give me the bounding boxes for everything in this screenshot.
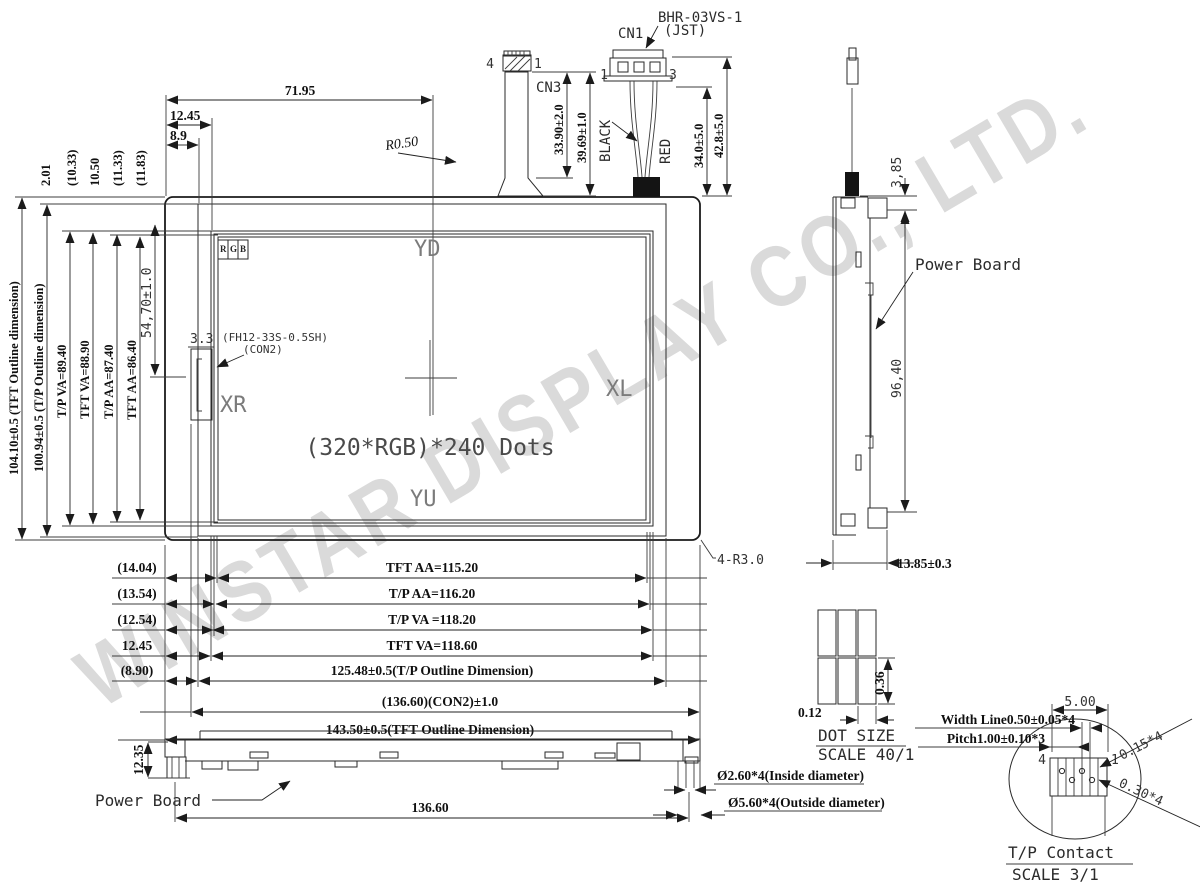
- bottom-dim-width: 136.60: [411, 800, 448, 815]
- subpixel-r: R: [220, 244, 227, 254]
- dim-tp-aa-v: T/P AA=87.40: [102, 345, 116, 420]
- cn3-pin1: 1: [534, 57, 542, 72]
- wire-black-label: BLACK: [598, 119, 614, 162]
- ferrite-block: [633, 177, 660, 197]
- dot-width-dim: 0.12: [798, 705, 822, 720]
- tpc-trace-dim: 0.15*4: [1117, 729, 1166, 764]
- dot-size-scale: SCALE 40/1: [818, 745, 914, 764]
- dim-gap-tpaa: (11.33): [111, 150, 125, 186]
- dim-gap-tftaa: (11.83): [134, 150, 148, 186]
- cn1-dim-outer: 42.8±5.0: [712, 114, 726, 158]
- dim-row3: T/P VA =118.20: [388, 612, 476, 627]
- dim-row4-left: 12.45: [122, 638, 153, 653]
- dot-size-detail: 0.36 0.12 DOT SIZE SCALE 40/1: [798, 609, 914, 764]
- dim-row1-left: (14.04): [117, 560, 156, 575]
- dim-row3-left: (12.54): [117, 612, 156, 627]
- cn1-harness: CN1 BHR-03VS-1 (JST) 1 3 BLACK RED 34.0±…: [598, 10, 742, 197]
- bottom-outside-dia: Ø5.60*4(Outside diameter): [728, 795, 885, 810]
- dim-row2: T/P AA=116.20: [389, 586, 476, 601]
- bottom-view: 12.35 Power Board 136.60 Ø2.60*4(Inside …: [95, 730, 885, 823]
- cn3-dim-outer: 39.69±1.0: [575, 112, 589, 163]
- dim-gap-tp: 2.01: [39, 164, 53, 186]
- tpc-scale: SCALE 3/1: [1012, 865, 1099, 884]
- bottom-dim-height: 12.35: [131, 744, 146, 775]
- dim-tp-va-v: T/P VA=89.40: [55, 345, 69, 418]
- top-dimensions: 71.95 12.45 8.9 R0.50: [165, 83, 457, 230]
- dim-row5-left: (8.90): [121, 663, 154, 678]
- left-dimensions: 104.10±0.5 (TFT Outline dimension) 100.9…: [7, 150, 218, 541]
- tpc-title: T/P Contact: [1008, 843, 1114, 862]
- rgb-subpixel-icon: R G B: [217, 239, 249, 260]
- tpc-pitch-label: Pitch1.00±0.10*3: [947, 731, 1045, 746]
- subpixel-g: G: [230, 244, 237, 254]
- label-yd: YD: [414, 237, 441, 262]
- dim-71-95: 71.95: [285, 83, 316, 98]
- side-dim-offset: 3,85: [890, 157, 905, 188]
- side-dim-height: 96,40: [890, 359, 905, 398]
- cn1-maker: (JST): [664, 23, 706, 39]
- label-xl: XL: [606, 377, 633, 402]
- side-view: 3,85 96,40 Power Board 13.85±0.3: [806, 47, 1021, 571]
- dim-row7: 143.50±0.5(TFT Outline Dimension): [326, 722, 534, 737]
- cn3-pin4: 4: [486, 57, 494, 72]
- cn3-label: CN3: [536, 80, 561, 96]
- dot-height-dim: 0.36: [872, 671, 887, 695]
- cn3-ffc-cable: 4 1 CN3 33.90±2.0 39.69±1.0: [486, 50, 596, 197]
- cn1-pin3: 3: [669, 68, 677, 83]
- label-yu: YU: [410, 487, 437, 512]
- bottom-inside-dia: Ø2.60*4(Inside diameter): [717, 768, 864, 783]
- dim-row1: TFT AA=115.20: [386, 560, 478, 575]
- con2-name-label: (CON2): [243, 343, 283, 356]
- con2-connector: [188, 346, 214, 421]
- dim-row6: (136.60)(CON2)±1.0: [382, 694, 498, 709]
- dim-r0-50: R0.50: [383, 135, 419, 155]
- con2-width-dim: 3.3: [190, 332, 213, 347]
- tpc-width-line-label: Width Line0.50±0.05*4: [941, 712, 1076, 727]
- corner-radius-label: 4-R3.0: [717, 553, 764, 568]
- tpc-pin4: 4: [1038, 753, 1046, 768]
- tpc-pin1: 1: [1111, 753, 1119, 768]
- cn3-dim-inner: 33.90±2.0: [552, 104, 566, 155]
- side-dim-thickness: 13.85±0.3: [897, 556, 952, 571]
- dim-center-v: 54,70±1.0: [140, 268, 155, 338]
- dim-row4: TFT VA=118.60: [387, 638, 478, 653]
- dim-gap-tpva: (10.33): [65, 150, 79, 186]
- dim-tft-outline-v: 104.10±0.5 (TFT Outline dimension): [7, 281, 21, 475]
- dim-8-9: 8.9: [170, 128, 187, 143]
- dim-tft-aa-v: TFT AA=86.40: [125, 340, 139, 420]
- tp-contact-detail: 4 1 5.00 Width Line0.50±0.05*4 Pitch1.00…: [915, 695, 1200, 884]
- front-view: R G B 3.3 (FH12-33S-0.5SH) (CON2) YD XR …: [164, 95, 701, 541]
- label-xr: XR: [220, 393, 247, 418]
- dim-row5: 125.48±0.5(T/P Outline Dimension): [331, 663, 533, 678]
- con2-part-label: (FH12-33S-0.5SH): [222, 331, 328, 344]
- bottom-dimensions: (14.04) TFT AA=115.20 (13.54) T/P AA=116…: [112, 424, 764, 746]
- cn1-pin1: 1: [600, 68, 608, 83]
- dot-size-title: DOT SIZE: [818, 726, 895, 745]
- bottom-power-board-label: Power Board: [95, 791, 201, 810]
- side-power-board-label: Power Board: [915, 255, 1021, 274]
- cn1-label: CN1: [618, 26, 643, 42]
- dim-tp-outline-v: 100.94±0.5 (T/P Outline dimension): [32, 284, 46, 472]
- subpixel-b: B: [240, 244, 246, 254]
- wire-red-label: RED: [658, 139, 674, 164]
- dim-row2-left: (13.54): [117, 586, 156, 601]
- dim-12-45: 12.45: [170, 108, 201, 123]
- dim-tft-va-v: TFT VA=88.90: [78, 340, 92, 419]
- dim-gap-tftva: 10.50: [88, 158, 102, 186]
- cn1-dim-inner: 34.0±5.0: [692, 124, 706, 168]
- tpc-width-dim: 5.00: [1064, 695, 1095, 710]
- cn1-part: BHR-03VS-1: [658, 10, 742, 26]
- resolution-label: (320*RGB)*240 Dots: [305, 435, 554, 461]
